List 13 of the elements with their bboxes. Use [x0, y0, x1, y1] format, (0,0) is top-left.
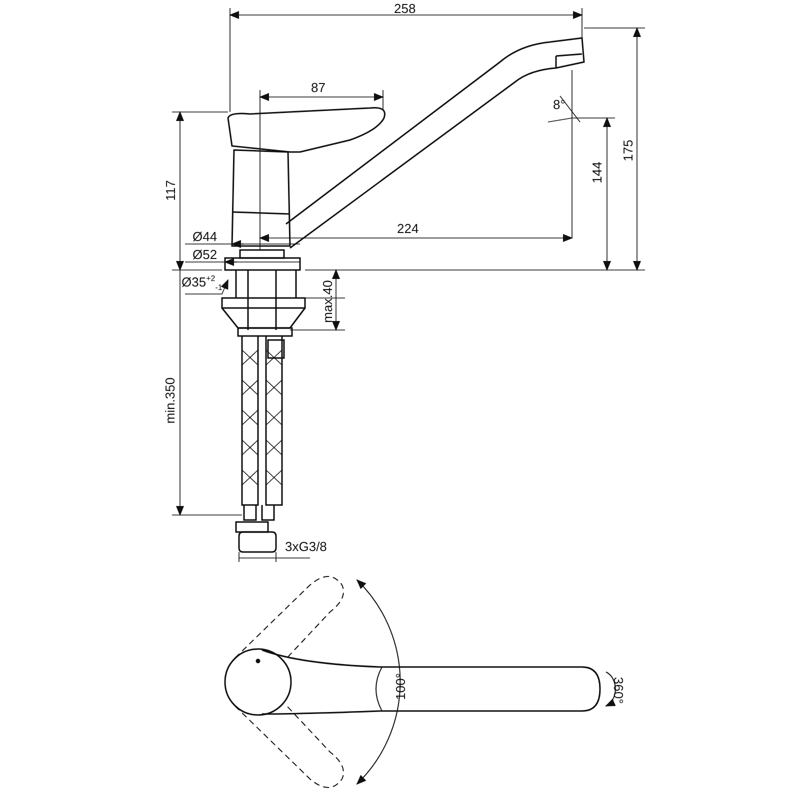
dimension-label: 175	[621, 139, 634, 161]
dimension-label: Ø52	[192, 248, 218, 260]
dimension-label: 224	[397, 222, 419, 234]
dimension-label: 100°	[393, 672, 406, 700]
dimension-label: 258	[394, 2, 416, 14]
dimension-label: max.40	[320, 280, 334, 322]
dimension-label: 117	[163, 180, 176, 200]
dimension-label: 3xG3/8	[285, 540, 327, 552]
dimension-label: 87	[311, 80, 326, 94]
dimension-label: 144	[590, 161, 604, 183]
dimension-label: Ø44	[192, 230, 218, 242]
dimension-label: min.350	[164, 376, 177, 424]
dimension-label: 8°	[553, 98, 566, 110]
